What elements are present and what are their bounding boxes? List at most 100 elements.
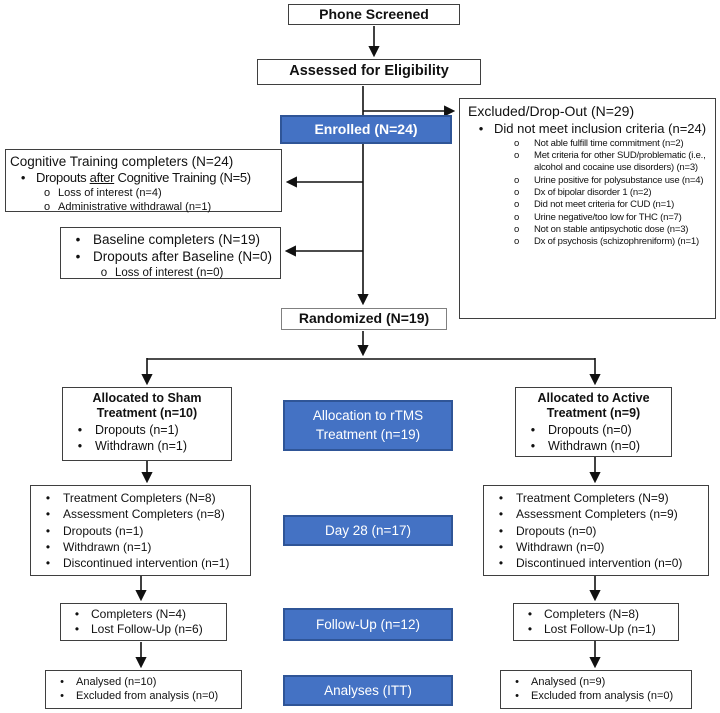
- list-item: • Analysed (n=9): [503, 675, 689, 689]
- bullet-marker: •: [77, 438, 83, 453]
- list-item-text: Analysed (n=9): [531, 676, 606, 688]
- list-item: o Dx of bipolar disorder 1 (n=2): [468, 187, 711, 199]
- circle-marker: o: [514, 236, 520, 248]
- bullet-marker: •: [498, 507, 504, 522]
- list-item-text: Analysed (n=10): [76, 676, 157, 688]
- list-item-text: Assessment Completers (n=9): [516, 507, 678, 522]
- list-item: • Completers (N=4): [63, 607, 224, 622]
- excluded-dropout-box: Excluded/Drop-Out (N=29) • Did not meet …: [459, 98, 716, 319]
- allocated-active-box: Allocated to Active Treatment (n=9) • Dr…: [515, 387, 672, 457]
- bullet-marker: •: [75, 249, 81, 265]
- list-item: • Assessment Completers (n=8): [33, 506, 248, 522]
- cognitive-training-title: Cognitive Training completers (N=24): [10, 154, 234, 169]
- list-item-text: Treatment Completers (N=8): [63, 491, 216, 505]
- bullet-marker: •: [45, 491, 51, 505]
- list-item-text: Not on stable antipsychotic dose (n=3): [534, 223, 689, 235]
- list-item: • Excluded from analysis (n=0): [503, 689, 689, 703]
- stage-followup-label: Follow-Up (n=12): [316, 616, 420, 632]
- list-item: • Discontinued intervention (n=0): [486, 555, 706, 571]
- bullet-marker: •: [45, 523, 51, 538]
- allocated-sham-box: Allocated to Sham Treatment (n=10) • Dro…: [62, 387, 232, 461]
- list-item: • Dropouts after Baseline (N=0): [63, 248, 278, 265]
- list-item: • Withdrawn (n=1): [65, 438, 229, 454]
- bullet-marker: •: [530, 438, 536, 453]
- list-item: • Withdrawn (n=0): [486, 539, 706, 555]
- list-item: o Administrative withdrawal (n=1): [10, 201, 277, 215]
- list-item-text: Dropouts (n=0): [548, 422, 632, 437]
- list-item-text: Administrative withdrawal (n=1): [58, 200, 212, 213]
- list-item: • Dropouts (n=0): [486, 523, 706, 539]
- list-item-text: Met criteria for other SUD/problematic (…: [534, 149, 706, 174]
- baseline-box: • Baseline completers (N=19) • Dropouts …: [60, 227, 281, 279]
- active-title-line1: Allocated to Active: [537, 391, 650, 405]
- bullet-marker: •: [527, 607, 533, 621]
- list-item: o Not on stable antipsychotic dose (n=3): [468, 224, 711, 236]
- active-title-line2: Treatment (n=9): [546, 406, 641, 421]
- list-item-text: Treatment Completers (N=9): [516, 491, 669, 505]
- list-item: o Not able fulfill time commitment (n=2): [468, 138, 711, 150]
- list-item-text: Lost Follow-Up (n=6): [91, 622, 203, 637]
- stage-analyses-label: Analyses (ITT): [324, 682, 412, 698]
- list-item-text: Withdrawn (n=1): [63, 539, 152, 554]
- list-item-text: Dropouts (n=1): [95, 422, 179, 437]
- bullet-marker: •: [45, 539, 51, 554]
- circle-marker: o: [514, 199, 520, 211]
- list-item: • Dropouts (n=1): [65, 422, 229, 438]
- list-item: • Did not meet inclusion criteria (n=24): [468, 121, 711, 138]
- list-item: • Baseline completers (N=19): [63, 231, 278, 248]
- circle-marker: o: [100, 266, 108, 279]
- stage-day28-box: Day 28 (n=17): [283, 515, 453, 546]
- bullet-marker: •: [45, 507, 51, 522]
- list-item: • Lost Follow-Up (n=1): [516, 622, 676, 637]
- bullet-marker: •: [498, 556, 504, 571]
- list-item-text: Discontinued intervention (n=1): [63, 556, 230, 571]
- dropouts-after-underlined: after: [89, 170, 115, 186]
- circle-marker: o: [514, 186, 520, 198]
- bullet-marker: •: [74, 607, 80, 621]
- bullet-marker: •: [74, 622, 80, 637]
- analyses-active-box: • Analysed (n=9) • Excluded from analysi…: [500, 670, 692, 709]
- list-item-text: Dropouts (n=0): [516, 523, 597, 538]
- followup-sham-box: • Completers (N=4) • Lost Follow-Up (n=6…: [60, 603, 227, 641]
- circle-marker: o: [514, 137, 520, 149]
- list-item-text: Did not meet criteria for CUD (n=1): [534, 199, 675, 211]
- circle-marker: o: [514, 211, 520, 223]
- list-item: • Excluded from analysis (n=0): [48, 689, 239, 703]
- bullet-marker: •: [498, 491, 504, 505]
- list-item: • Completers (N=8): [516, 607, 676, 622]
- bullet-marker: •: [75, 232, 81, 247]
- day28-sham-box: • Treatment Completers (N=8) • Assessmen…: [30, 485, 251, 576]
- excluded-title: Excluded/Drop-Out (N=29): [468, 103, 635, 119]
- list-item: o Dx of psychosis (schizophreniform) (n=…: [468, 236, 711, 248]
- list-item-text: Excluded from analysis (n=0): [531, 690, 674, 703]
- list-item-text: Completers (N=8): [544, 607, 640, 621]
- list-item-text: Withdrawn (n=0): [548, 438, 641, 453]
- list-item: • Dropouts after Cognitive Training (N=5…: [10, 170, 277, 187]
- list-item: • Dropouts (n=0): [518, 422, 669, 438]
- enrolled-label: Enrolled (N=24): [314, 120, 418, 137]
- followup-active-box: • Completers (N=8) • Lost Follow-Up (n=1…: [513, 603, 679, 641]
- sham-title-line1: Allocated to Sham: [92, 391, 202, 405]
- list-item: • Treatment Completers (N=9): [486, 490, 706, 506]
- list-item-text: Dx of psychosis (schizophreniform) (n=1): [534, 236, 699, 248]
- assessed-eligibility-box: Assessed for Eligibility: [257, 59, 481, 85]
- dropouts-pre: Dropouts: [36, 170, 90, 186]
- stage-analyses-box: Analyses (ITT): [283, 675, 453, 706]
- circle-marker: o: [43, 200, 51, 213]
- circle-marker: o: [514, 223, 520, 235]
- list-item-text: Not able fulfill time commitment (n=2): [534, 137, 684, 149]
- list-item-text: Did not meet inclusion criteria (n=24): [494, 120, 707, 136]
- stage-day28-label: Day 28 (n=17): [325, 522, 411, 538]
- list-item: • Dropouts (n=1): [33, 523, 248, 539]
- stage-allocation-line2: Treatment (n=19): [315, 426, 421, 442]
- list-item-text: Urine positive for polysubstance use (n=…: [534, 174, 704, 186]
- list-item-text: Dx of bipolar disorder 1 (n=2): [534, 186, 652, 198]
- circle-marker: o: [43, 186, 51, 199]
- list-item: o Urine positive for polysubstance use (…: [468, 175, 711, 187]
- bullet-marker: •: [60, 690, 64, 703]
- bullet-marker: •: [20, 170, 26, 186]
- list-item-text: Dropouts (n=1): [63, 523, 144, 538]
- bullet-marker: •: [478, 120, 484, 136]
